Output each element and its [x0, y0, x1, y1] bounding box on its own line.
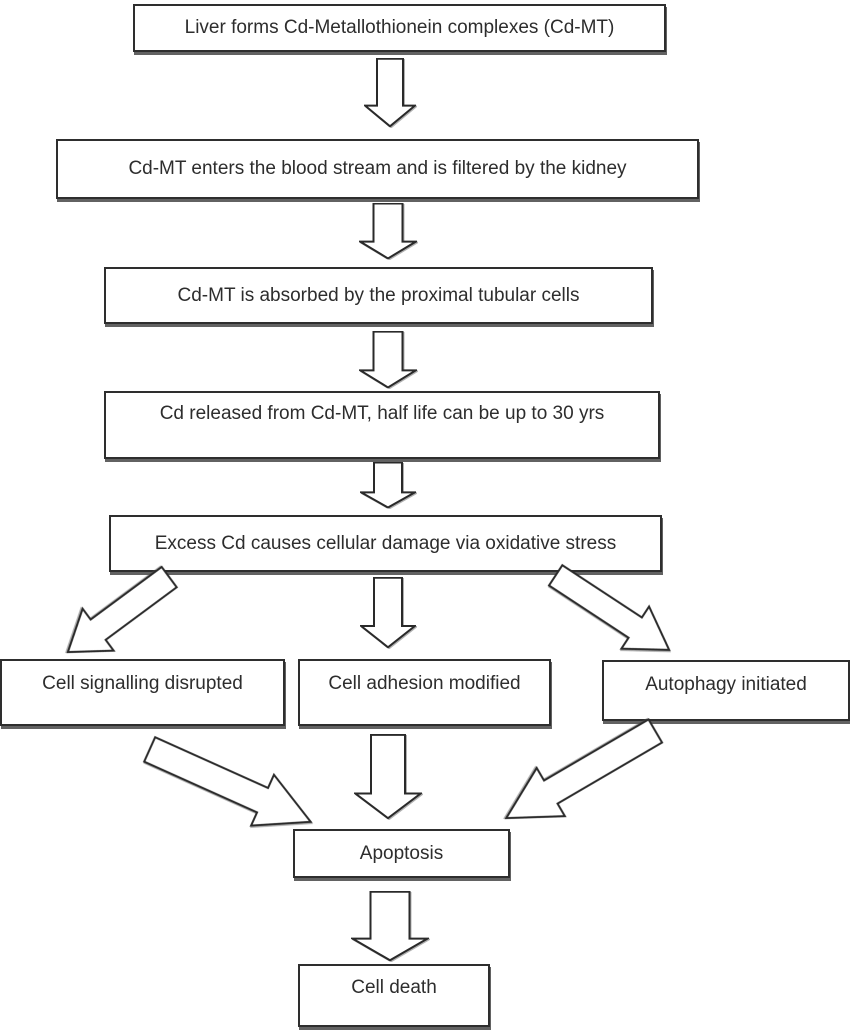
- node-apoptosis-label: Apoptosis: [359, 842, 444, 864]
- block-arrow-icon: [48, 553, 187, 677]
- down-arrow-icon: [360, 462, 416, 508]
- down-arrow-released-to-oxidative: [360, 462, 416, 508]
- diagonal-arrow-oxidative-to-autophagy: [539, 551, 687, 675]
- node-adhesion: Cell adhesion modified: [298, 659, 551, 726]
- block-arrow-icon: [135, 720, 326, 851]
- down-arrow-liver-to-blood: [364, 58, 416, 127]
- block-arrow-icon: [539, 551, 687, 675]
- node-adhesion-label: Cell adhesion modified: [328, 673, 521, 694]
- node-blood: Cd-MT enters the blood stream and is fil…: [56, 139, 699, 199]
- diagonal-arrow-signalling-to-apoptosis: [135, 720, 326, 851]
- down-arrow-icon: [359, 331, 417, 388]
- node-death-label: Cell death: [351, 977, 437, 998]
- down-arrow-apoptosis-to-death: [351, 891, 429, 961]
- node-signalling: Cell signalling disrupted: [0, 659, 285, 726]
- block-arrow-icon: [488, 703, 673, 846]
- node-oxidative-label: Excess Cd causes cellular damage via oxi…: [154, 532, 617, 554]
- diagonal-arrow-oxidative-to-signalling: [48, 553, 187, 677]
- node-released-label: Cd released from Cd-MT, half life can be…: [159, 403, 605, 424]
- down-arrow-icon: [351, 891, 429, 961]
- node-death: Cell death: [298, 964, 490, 1027]
- node-blood-label: Cd-MT enters the blood stream and is fil…: [128, 158, 627, 180]
- node-absorbed: Cd-MT is absorbed by the proximal tubula…: [104, 267, 653, 324]
- down-arrow-icon: [354, 734, 422, 819]
- node-liver-label: Liver forms Cd-Metallothionein complexes…: [184, 17, 615, 39]
- down-arrow-icon: [359, 203, 417, 259]
- down-arrow-blood-to-absorbed: [359, 203, 417, 259]
- node-liver: Liver forms Cd-Metallothionein complexes…: [133, 4, 666, 52]
- node-autophagy: Autophagy initiated: [602, 660, 850, 721]
- diagonal-arrow-autophagy-to-apoptosis: [488, 703, 673, 846]
- node-oxidative: Excess Cd causes cellular damage via oxi…: [109, 515, 662, 572]
- down-arrow-oxidative-to-adhesion: [360, 577, 416, 648]
- down-arrow-icon: [364, 58, 416, 127]
- down-arrow-absorbed-to-released: [359, 331, 417, 388]
- node-released: Cd released from Cd-MT, half life can be…: [104, 391, 660, 459]
- node-signalling-label: Cell signalling disrupted: [42, 673, 243, 694]
- down-arrow-icon: [360, 577, 416, 648]
- node-apoptosis: Apoptosis: [293, 829, 510, 878]
- node-autophagy-label: Autophagy initiated: [645, 674, 807, 695]
- down-arrow-adhesion-to-apoptosis: [354, 734, 422, 819]
- node-absorbed-label: Cd-MT is absorbed by the proximal tubula…: [177, 284, 580, 306]
